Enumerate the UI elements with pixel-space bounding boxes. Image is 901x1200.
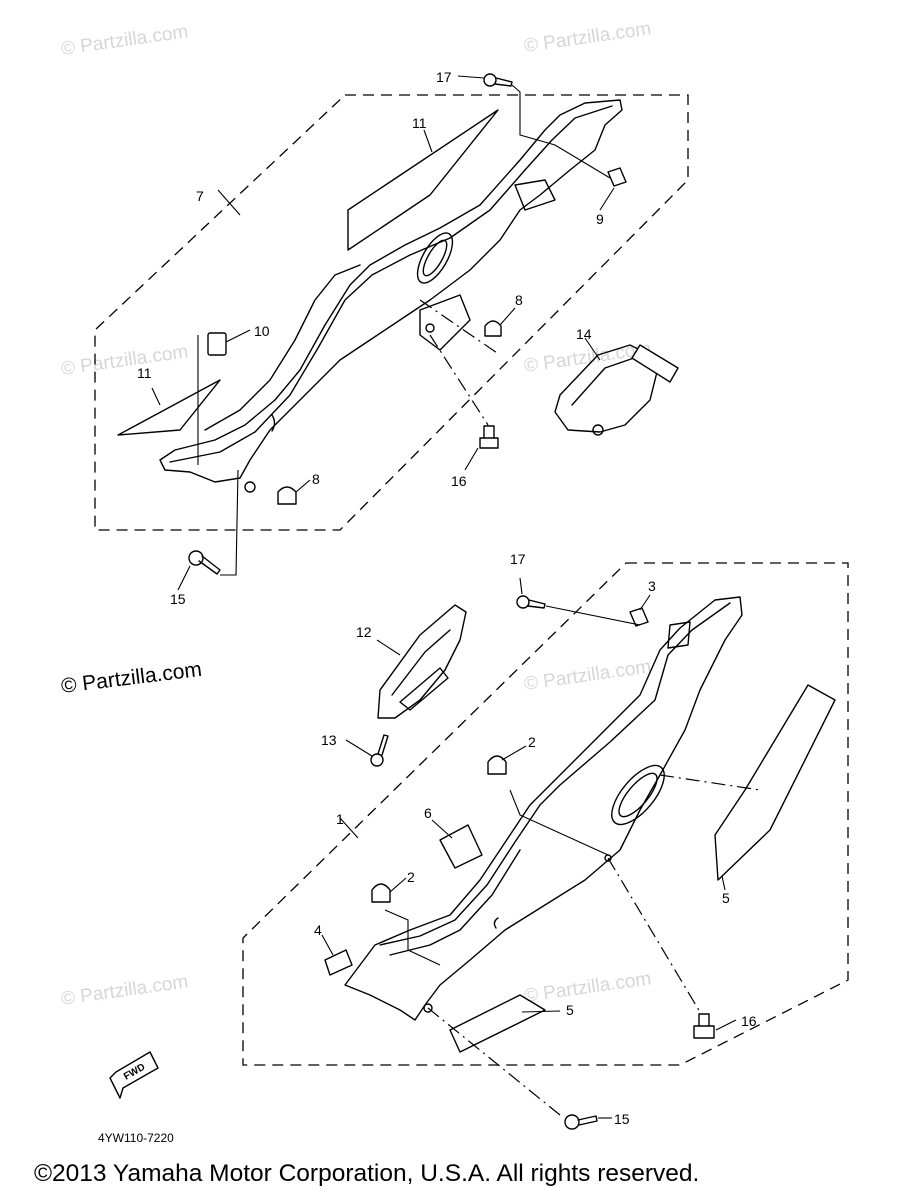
callout-16-lower: 16 <box>741 1013 757 1029</box>
side-cover-7-tab <box>419 294 471 351</box>
callout-17-upper: 17 <box>436 69 452 85</box>
callout-13: 13 <box>321 732 337 748</box>
decal-6 <box>439 824 483 869</box>
side-cover-1-edge <box>379 602 731 946</box>
assembly-1-boundary <box>242 562 849 1066</box>
side-cover-1 <box>344 596 743 1021</box>
watermarks: © Partzilla.com © Partzilla.com © Partzi… <box>60 18 653 1010</box>
side-cover-7-rib <box>514 179 556 211</box>
decal-5-lower <box>449 994 546 1053</box>
callout-2-upper: 2 <box>528 734 536 750</box>
side-cover-1-hook <box>493 917 499 929</box>
callouts: 17 11 7 9 8 10 14 11 8 16 15 17 3 12 13 … <box>137 69 757 1127</box>
copyright-notice: ©2013 Yamaha Motor Corporation, U.S.A. A… <box>34 1160 700 1187</box>
side-cover-7 <box>159 99 623 483</box>
side-cover-7-inner <box>204 264 361 431</box>
callout-15-upper: 15 <box>170 591 186 607</box>
side-cover-7-edge <box>169 105 613 463</box>
callout-4: 4 <box>314 922 322 938</box>
callout-6: 6 <box>424 805 432 821</box>
side-cover-7-hole <box>425 323 435 333</box>
callout-11-lower: 11 <box>137 365 152 381</box>
upper-leaders <box>151 75 615 591</box>
side-cover-1-opening <box>611 764 665 826</box>
cover-14 <box>554 344 661 433</box>
side-cover-1-tab <box>667 621 691 649</box>
bolt-17-upper <box>483 73 513 87</box>
watermark: © Partzilla.com <box>60 341 190 380</box>
cover-12-slot <box>399 667 449 711</box>
bolt-15-lower <box>564 1114 598 1130</box>
damper-10 <box>207 332 227 356</box>
side-cover-7-opening <box>416 232 454 284</box>
assembly-7-boundary <box>94 94 689 531</box>
cover-12-inner <box>391 629 451 696</box>
callout-16-upper: 16 <box>451 473 467 489</box>
watermark: © Partzilla.com <box>60 21 190 60</box>
cover-14-screw <box>592 424 604 436</box>
cover-14-edge <box>571 357 635 406</box>
side-cover-1-hole <box>423 1003 433 1013</box>
watermark: © Partzilla.com <box>523 18 653 57</box>
callout-10: 10 <box>254 323 270 339</box>
bolt-16-upper <box>479 425 499 449</box>
decal-5-right <box>714 684 836 881</box>
watermark: © Partzilla.com <box>60 971 190 1010</box>
diagram-code: 4YW110-7220 <box>98 1131 174 1145</box>
callout-11-upper: 11 <box>412 115 427 131</box>
callout-5-lower: 5 <box>566 1002 574 1018</box>
callout-17-lower: 17 <box>510 551 526 567</box>
bolt-16-lower <box>693 1013 715 1039</box>
callout-5-right: 5 <box>722 890 730 906</box>
grommet-2 <box>487 755 507 775</box>
side-cover-7-hook <box>271 414 276 432</box>
watermark: © Partzilla.com <box>523 656 653 695</box>
grommet-8 <box>277 486 297 505</box>
clip-3 <box>629 607 649 627</box>
cover-12 <box>377 604 467 719</box>
callout-3: 3 <box>648 578 656 594</box>
callout-7: 7 <box>196 188 204 204</box>
clip-9 <box>607 167 627 187</box>
callout-8-upper: 8 <box>515 292 523 308</box>
lower-leaders <box>321 577 761 1119</box>
watermark: © Partzilla.com <box>523 968 653 1007</box>
grommet-2 <box>371 883 391 903</box>
grommet-8 <box>484 320 502 337</box>
callout-1: 1 <box>336 811 344 827</box>
decal-11-upper <box>347 109 499 251</box>
credit-watermark: © Partzilla.com <box>60 658 203 698</box>
side-cover-7-opening-inner <box>422 239 448 277</box>
cover-14-connector <box>631 344 679 383</box>
callout-12: 12 <box>356 624 372 640</box>
callout-8-lower: 8 <box>312 471 320 487</box>
decal-11-lower <box>117 379 221 436</box>
bolt-15-upper <box>188 550 221 575</box>
side-cover-1-opening-inner <box>618 772 658 818</box>
callout-15-lower: 15 <box>614 1111 630 1127</box>
callout-9: 9 <box>596 211 604 227</box>
bolt-17-lower <box>516 595 546 609</box>
bolt-13 <box>370 734 389 767</box>
side-cover-7-hole <box>244 481 256 493</box>
damper-4 <box>324 949 353 976</box>
side-cover-1-inner <box>389 849 521 956</box>
callout-14: 14 <box>576 326 592 342</box>
callout-2-lower: 2 <box>407 869 415 885</box>
fwd-arrow-icon: FWD <box>109 1051 159 1099</box>
